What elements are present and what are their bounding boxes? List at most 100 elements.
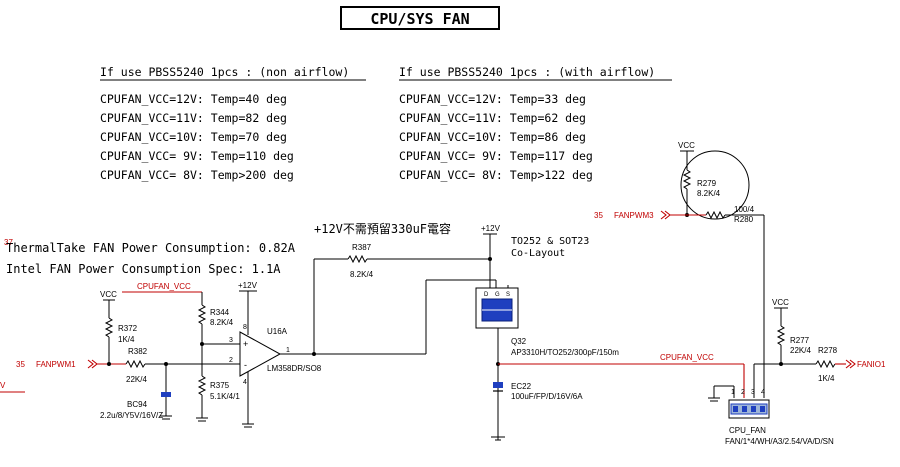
co-layout-note: Co-Layout: [511, 248, 565, 259]
fanpwm1-label: FANPWM1: [36, 360, 76, 369]
u16a-pin4: 4: [243, 379, 247, 386]
title-box: [340, 6, 500, 30]
table-row: CPUFAN_VCC= 8V: Temp>122 deg: [399, 168, 593, 182]
off-page-connector: [87, 359, 98, 369]
intel-note: Intel FAN Power Consumption Spec: 1.1A: [6, 262, 281, 276]
table-row: CPUFAN_VCC=12V: Temp=40 deg: [100, 92, 287, 106]
capacitor-note: +12V不需預留330uF電容: [314, 221, 451, 236]
q32-pin-s: S: [506, 292, 510, 298]
r387-resistor: [347, 254, 368, 264]
cpufan-vcc-right-label: CPUFAN_VCC: [660, 353, 714, 362]
r372-ref: R372: [118, 324, 138, 333]
u16a-pin8: 8: [243, 324, 247, 331]
r279-value: 8.2K/4: [697, 189, 721, 198]
vcc-label: VCC: [678, 141, 695, 150]
q32-ref: Q32: [511, 337, 527, 346]
junction-dot: [107, 362, 111, 366]
r372-value: 1K/4: [118, 335, 135, 344]
cpufan-vcc-label: CPUFAN_VCC: [137, 282, 191, 291]
page-title: CPU/SYS FAN: [370, 10, 469, 28]
q32-pin-d: D: [484, 292, 489, 298]
q32-value: AP3310H/TO252/300pF/150m: [511, 348, 619, 357]
r387-ref: R387: [352, 243, 372, 252]
r382-resistor: [125, 359, 146, 369]
fan-pin-pad: [742, 406, 747, 412]
vcc-label: VCC: [100, 290, 117, 299]
cpu-fan-value: FAN/1*4/WH/A3/2.54/VA/D/SN: [725, 437, 834, 446]
fan-pin-pad: [760, 406, 765, 412]
fan-pin-pad: [733, 406, 738, 412]
cpu-fan-housing: [730, 403, 768, 415]
fanpwm3-label: FANPWM3: [614, 211, 654, 220]
ec22-value: 100uF/FP/D/16V/6A: [511, 392, 583, 401]
r279-ref: R279: [697, 179, 717, 188]
table-non-airflow: If use PBSS5240 1pcs : (non airflow) CPU…: [100, 65, 366, 182]
off-page-connector: [845, 359, 856, 369]
u16a-opamp: [239, 331, 282, 377]
table-row: CPUFAN_VCC= 9V: Temp=117 deg: [399, 149, 593, 163]
q32-package: [475, 287, 519, 329]
r382-ref: R382: [128, 347, 148, 356]
to252-note: TO252 & SOT23: [511, 236, 589, 247]
off-page-connector: [660, 210, 671, 220]
r277-resistor: [776, 325, 786, 346]
table-heading: If use PBSS5240 1pcs : (non airflow): [100, 65, 349, 79]
r375-value: 5.1K/4/1: [210, 392, 240, 401]
r344-resistor: [197, 304, 207, 325]
r382-value: 22K/4: [126, 375, 147, 384]
page-ref-37: 37: [4, 238, 13, 247]
r278-ref: R278: [818, 346, 838, 355]
u16a-ref: U16A: [267, 327, 288, 336]
bc94-ref: BC94: [127, 400, 148, 409]
table-row: CPUFAN_VCC=10V: Temp=70 deg: [100, 130, 287, 144]
r344-value: 8.2K/4: [210, 318, 234, 327]
table-row: CPUFAN_VCC=10V: Temp=86 deg: [399, 130, 586, 144]
fan-pin-2: 2: [741, 389, 745, 396]
fanio1-label: FANIO1: [857, 360, 886, 369]
q32-12v-label: +12V: [481, 224, 501, 233]
u16a-minus-sign: -: [244, 360, 247, 370]
fan-pin-pad: [751, 406, 756, 412]
ec22-capacitor: [493, 382, 503, 388]
r277-value: 22K/4: [790, 346, 811, 355]
page-ref-35: 35: [594, 211, 603, 220]
q32-pin-g: G: [495, 292, 500, 298]
r372-resistor: [104, 317, 114, 338]
fan-pin-1: 1: [731, 389, 735, 396]
page-ref-v: V: [0, 381, 6, 390]
r280-resistor: [705, 210, 726, 220]
r344-ref: R344: [210, 308, 230, 317]
r375-ref: R375: [210, 381, 230, 390]
u16a-pin1: 1: [286, 347, 290, 354]
r277-ref: R277: [790, 336, 810, 345]
table-row: CPUFAN_VCC= 8V: Temp>200 deg: [100, 168, 294, 182]
vcc-label: VCC: [772, 298, 789, 307]
cpu-fan-ref: CPU_FAN: [729, 426, 766, 435]
highlight-circle: [680, 150, 750, 220]
r387-value: 8.2K/4: [350, 270, 374, 279]
ec22-ref: EC22: [511, 382, 532, 391]
fan-pin-3: 3: [751, 389, 755, 396]
u16a-value: LM358DR/SO8: [267, 364, 322, 373]
junction-dot: [488, 257, 492, 261]
u16a-pin2: 2: [229, 357, 233, 364]
u16a-12v-label: +12V: [238, 281, 258, 290]
u16a-pin3: 3: [229, 337, 233, 344]
bc94-value: 2.2u/8/Y5V/16V/Z: [100, 411, 163, 420]
r278-value: 1K/4: [818, 374, 835, 383]
table-row: CPUFAN_VCC=11V: Temp=82 deg: [100, 111, 287, 125]
r278-resistor: [815, 359, 836, 369]
table-row: CPUFAN_VCC=12V: Temp=33 deg: [399, 92, 586, 106]
r280-ref: R280: [734, 215, 754, 224]
r280-value: 100/4: [734, 205, 755, 214]
thermaltake-note: ThermalTake FAN Power Consumption: 0.82A: [6, 241, 296, 255]
r279-resistor: [682, 169, 692, 190]
fan-pin-4: 4: [761, 389, 765, 396]
cpu-fan-connector: [728, 399, 770, 419]
table-with-airflow: If use PBSS5240 1pcs : (with airflow) CP…: [399, 65, 672, 182]
table-row: CPUFAN_VCC=11V: Temp=62 deg: [399, 111, 586, 125]
bc94-capacitor: [161, 392, 171, 397]
page-ref-35: 35: [16, 360, 25, 369]
u16a-plus-sign: +: [243, 339, 248, 349]
